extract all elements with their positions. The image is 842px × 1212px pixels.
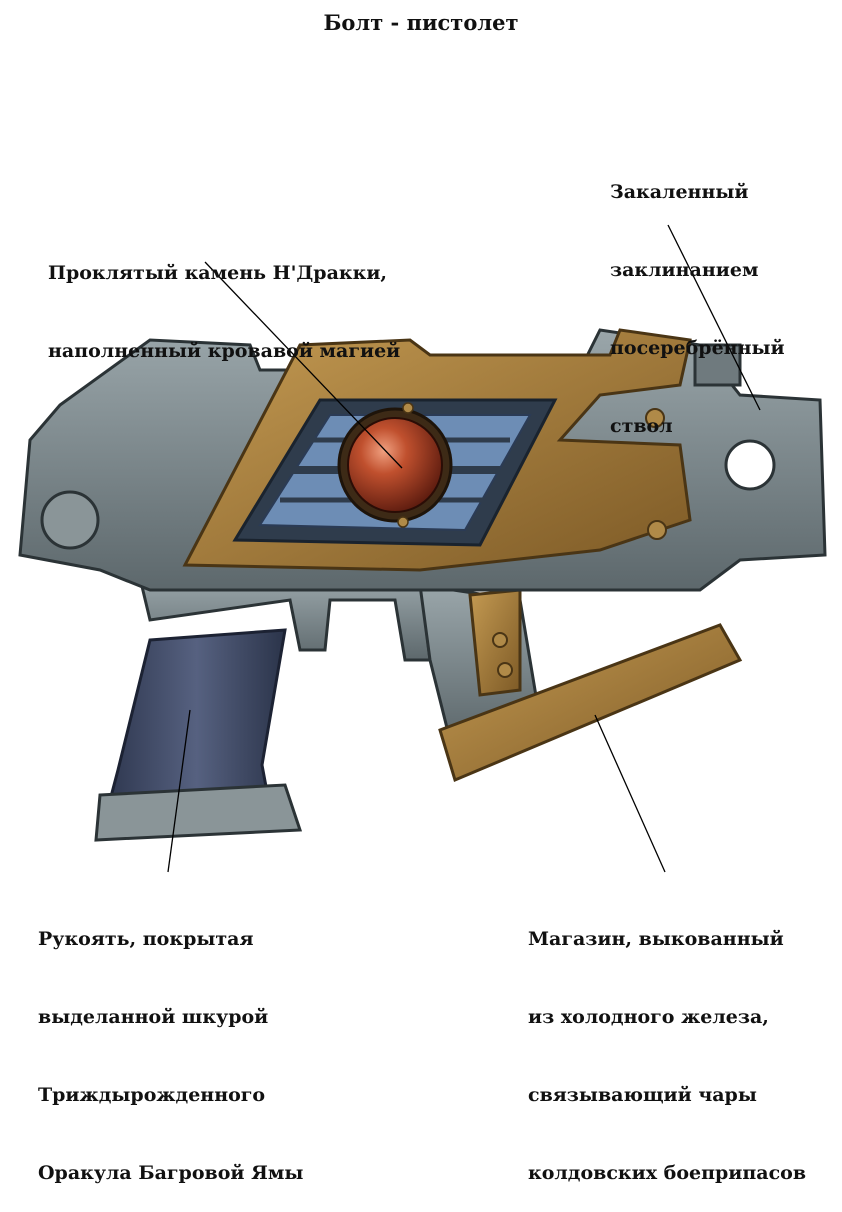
- leader-line-stone: [204, 261, 403, 469]
- leader-line-barrel: [667, 224, 761, 411]
- label-grip: Рукоять, покрытая выделанной шкурой Триж…: [38, 928, 304, 1184]
- label-barrel: Закаленный заклинанием посеребрённый ств…: [610, 181, 785, 437]
- diagram-title: Болт - пистолет: [323, 10, 519, 35]
- bolt-pistol-illustration: [18, 224, 827, 873]
- grip-shape: [94, 628, 303, 842]
- magazine-shape: [438, 588, 743, 783]
- cursed-stone-shape: [337, 402, 453, 528]
- label-magazine: Магазин, выкованный из холодного железа,…: [528, 928, 807, 1184]
- label-cursed-stone: Проклятый камень Н'Дракки, наполненный к…: [48, 262, 401, 362]
- leader-line-grip: [167, 709, 191, 873]
- leader-line-magazine: [594, 714, 666, 873]
